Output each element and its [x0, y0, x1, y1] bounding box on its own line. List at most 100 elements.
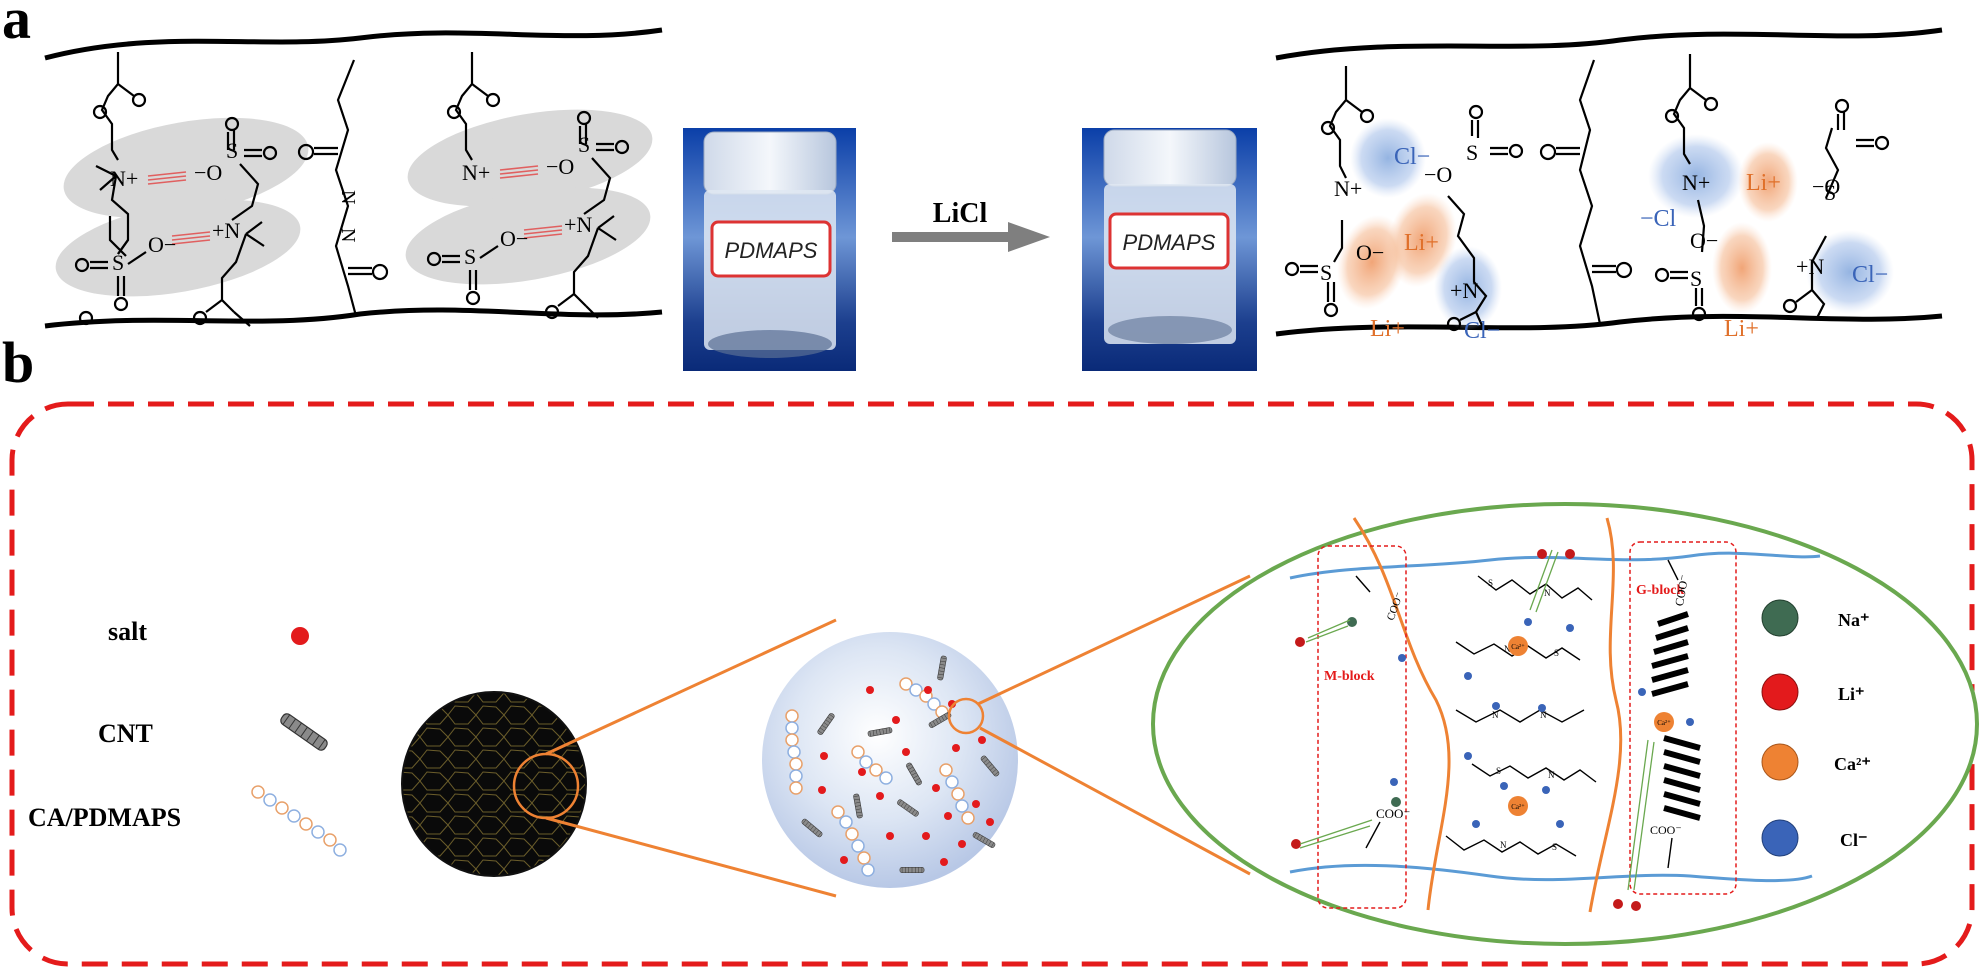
svg-text:N: N [1492, 710, 1499, 720]
atom-o-neg: −O [1812, 174, 1840, 199]
svg-text:N: N [1548, 770, 1555, 780]
li-ion-label: Li+ [1404, 230, 1439, 256]
ca-ion-icon [1761, 743, 1799, 781]
cl-ion-glow [1648, 134, 1744, 218]
atom-n-plus: N+ [110, 166, 138, 191]
ca-ion: Ca²⁺ [1508, 636, 1528, 656]
legend-label-ca-pdmaps: CA/PDMAPS [28, 803, 181, 832]
cl-ion-glow [1806, 230, 1894, 314]
atom-s: S [464, 244, 476, 269]
ca-ion: Ca²⁺ [1654, 712, 1674, 732]
cl-ion-glow [1434, 246, 1502, 330]
legend-label-cnt: CNT [98, 719, 153, 748]
zwitterion-structure-before: N+ −O S +N O− S [44, 27, 663, 329]
svg-text:Ca²⁺: Ca²⁺ [1511, 643, 1525, 651]
li-ion-label: Li+ [1746, 170, 1781, 196]
atom-o-neg: −O [1424, 162, 1452, 187]
atom-s: S [1320, 260, 1332, 285]
legend-label-cl: Cl⁻ [1840, 830, 1868, 850]
vial-label: PDMAPS [725, 238, 818, 263]
atom-o-neg: O− [148, 232, 176, 257]
li-ion-glow [1712, 222, 1772, 314]
ion-pair-ellipse [407, 109, 653, 207]
svg-text:S: S [1552, 842, 1557, 852]
svg-text:N: N [1540, 710, 1547, 720]
panel-b-label: b [2, 330, 34, 395]
vial-photo-after: PDMAPS [1082, 128, 1257, 371]
li-ion-glow [1336, 214, 1408, 310]
carboxylate-label: COO⁻ [1650, 823, 1682, 837]
salt-dot-icon [291, 627, 309, 645]
li-ion-glow [1738, 142, 1798, 222]
ion-pair-ellipse [63, 117, 309, 219]
legend-label-li: Li⁺ [1838, 684, 1865, 704]
panel-a: a N+ −O [2, 0, 1943, 371]
panel-b: b salt CNT CA/PDMAPS [2, 330, 1979, 967]
atom-n-plus: N+ [462, 160, 490, 185]
svg-text:N: N [1544, 588, 1551, 598]
ion-pair-ellipse [55, 199, 301, 297]
ion-legend: Na⁺ Li⁺ Ca²⁺ Cl⁻ [1761, 599, 1871, 857]
atom-o-neg: O− [1690, 228, 1718, 253]
atom-nh: N [337, 190, 359, 204]
vial-photo-before: PDMAPS [683, 128, 856, 371]
svg-text:Ca²⁺: Ca²⁺ [1657, 719, 1671, 727]
atom-o-neg: −O [546, 154, 574, 179]
atom-n-plus: +N [212, 218, 240, 243]
m-block-box [1317, 545, 1407, 909]
legend-label-salt: salt [108, 617, 147, 646]
atom-n-plus: N+ [1334, 176, 1362, 201]
cl-ion-label: Cl− [1394, 144, 1430, 170]
li-ion-label: Li+ [1370, 316, 1405, 342]
ca-pdmaps-chain-icon [251, 785, 347, 857]
svg-text:N: N [1500, 840, 1507, 850]
molecular-zoom-ellipse: M-block G-block COO⁻ COO⁻ COO⁻ COO⁻ [1151, 502, 1979, 946]
reagent-label: LiCl [933, 198, 988, 229]
svg-text:N: N [1504, 644, 1511, 654]
polymer-backbone-top [44, 27, 663, 61]
carboxylate-label: COO⁻ [1376, 806, 1410, 821]
panel-a-label: a [2, 0, 31, 51]
li-ion-icon [1761, 673, 1799, 711]
svg-text:S: S [1488, 578, 1493, 588]
cl-ion-label: Cl− [1852, 262, 1888, 288]
m-block-label: M-block [1324, 669, 1375, 684]
atom-o-neg: O− [1356, 240, 1384, 265]
carboxylate-label: COO⁻ [1672, 574, 1691, 608]
atom-n-plus: +N [564, 212, 592, 237]
zoom-circle [947, 697, 985, 735]
zwitterion-structure-after: N+ S O− −O S +N N+ S O− −O S +N Cl− Li+ … [1275, 27, 1943, 344]
legend-label-ca: Ca²⁺ [1834, 754, 1871, 774]
atom-s: S [112, 250, 124, 275]
ion-pair-ellipse [405, 187, 651, 285]
g-block-box [1629, 541, 1737, 895]
g-block-label: G-block [1636, 583, 1684, 598]
atom-n-plus: +N [1796, 254, 1824, 279]
atom-n-plus: N+ [1682, 170, 1710, 195]
cl-ion-label: Cl− [1464, 318, 1500, 344]
composite-sphere [762, 632, 1018, 888]
cnt-tube-icon [278, 711, 330, 753]
reaction-arrow: LiCl [892, 198, 1050, 252]
polymer-backbone-bottom [44, 307, 663, 329]
polymer-backbone-top [1275, 27, 1943, 61]
na-ion-icon [1761, 599, 1799, 637]
legend-label-na: Na⁺ [1838, 610, 1870, 630]
atom-s: S [1690, 266, 1702, 291]
dashed-frame [9, 401, 1975, 967]
cl-ion-icon [1761, 819, 1799, 857]
atom-s: S [1824, 180, 1836, 205]
li-ion-label: Li+ [1724, 316, 1759, 342]
atom-s: S [1466, 140, 1478, 165]
atom-nh: N [337, 228, 359, 242]
svg-text:Ca²⁺: Ca²⁺ [1511, 803, 1525, 811]
svg-text:S: S [1496, 766, 1501, 776]
vial-label: PDMAPS [1123, 230, 1216, 255]
polymer-backbone-bottom [1275, 313, 1943, 337]
cl-ion-glow [1350, 118, 1426, 198]
atom-o-neg: O− [500, 226, 528, 251]
cl-ion-label: −Cl [1640, 206, 1677, 232]
svg-text:S: S [1554, 648, 1559, 658]
atom-o-neg: −O [194, 160, 222, 185]
aerogel-foam [401, 691, 587, 877]
